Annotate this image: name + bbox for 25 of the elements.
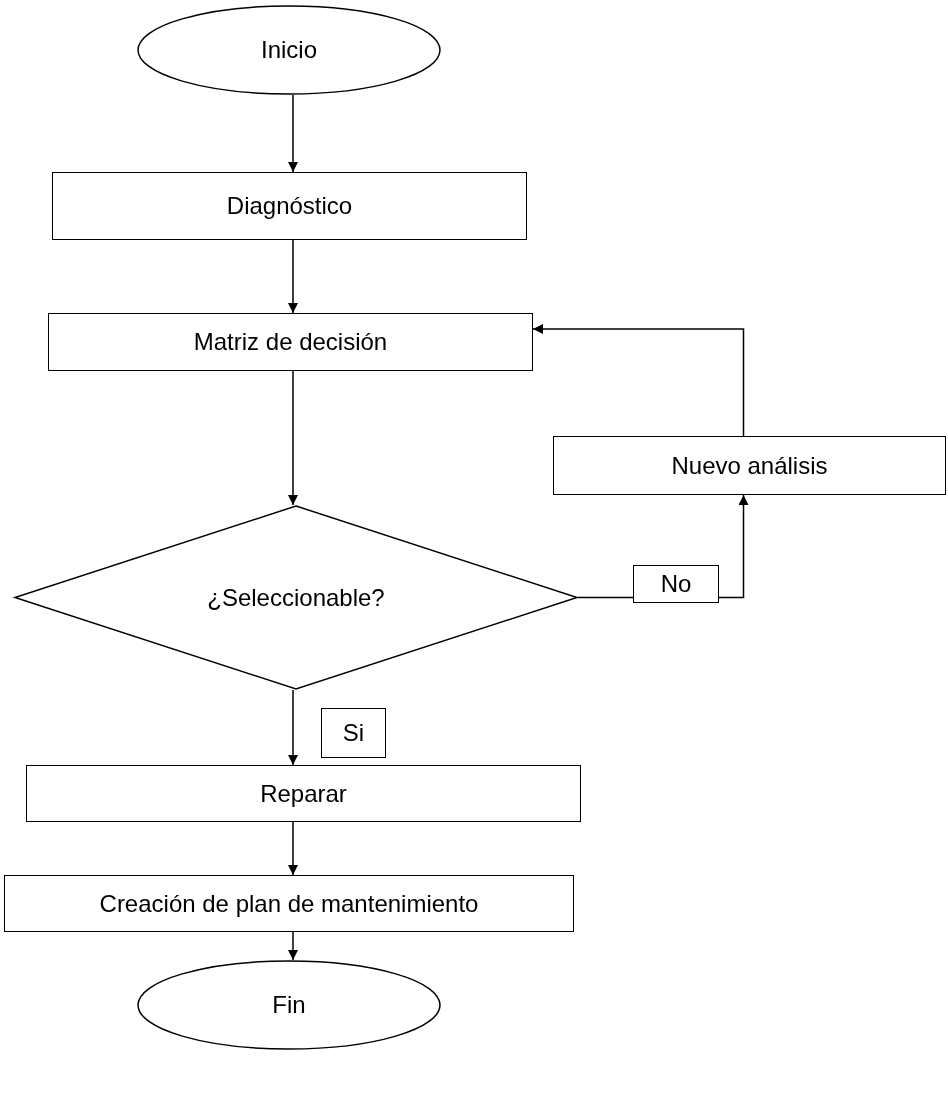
- process-box: [26, 765, 581, 822]
- process-box: [553, 436, 946, 495]
- process-box: [48, 313, 533, 371]
- arrow: [288, 821, 298, 876]
- decision-diamond: [14, 505, 578, 690]
- edge-label: Si: [321, 708, 386, 758]
- node-text: Reparar: [260, 779, 347, 808]
- node-text: ¿Seleccionable?: [207, 583, 385, 612]
- process-box: [52, 172, 527, 240]
- arrow: [288, 689, 298, 766]
- arrow: [288, 239, 298, 314]
- node-text: Nuevo análisis: [671, 451, 828, 480]
- edge-label: No: [633, 565, 719, 603]
- arrow: [532, 324, 745, 437]
- node-text: Inicio: [261, 36, 317, 64]
- node-text: Matriz de decisión: [193, 328, 388, 356]
- arrow: [288, 931, 298, 961]
- node-text: Diagnóstico: [226, 192, 353, 220]
- arrow: [288, 370, 298, 506]
- node-text: Fin: [272, 991, 306, 1019]
- arrow: [288, 94, 298, 173]
- process-box: [4, 875, 574, 932]
- start-ellipse: [137, 5, 441, 95]
- end-ellipse: [137, 960, 441, 1050]
- node-text: Creación de plan de mantenimiento: [99, 889, 479, 918]
